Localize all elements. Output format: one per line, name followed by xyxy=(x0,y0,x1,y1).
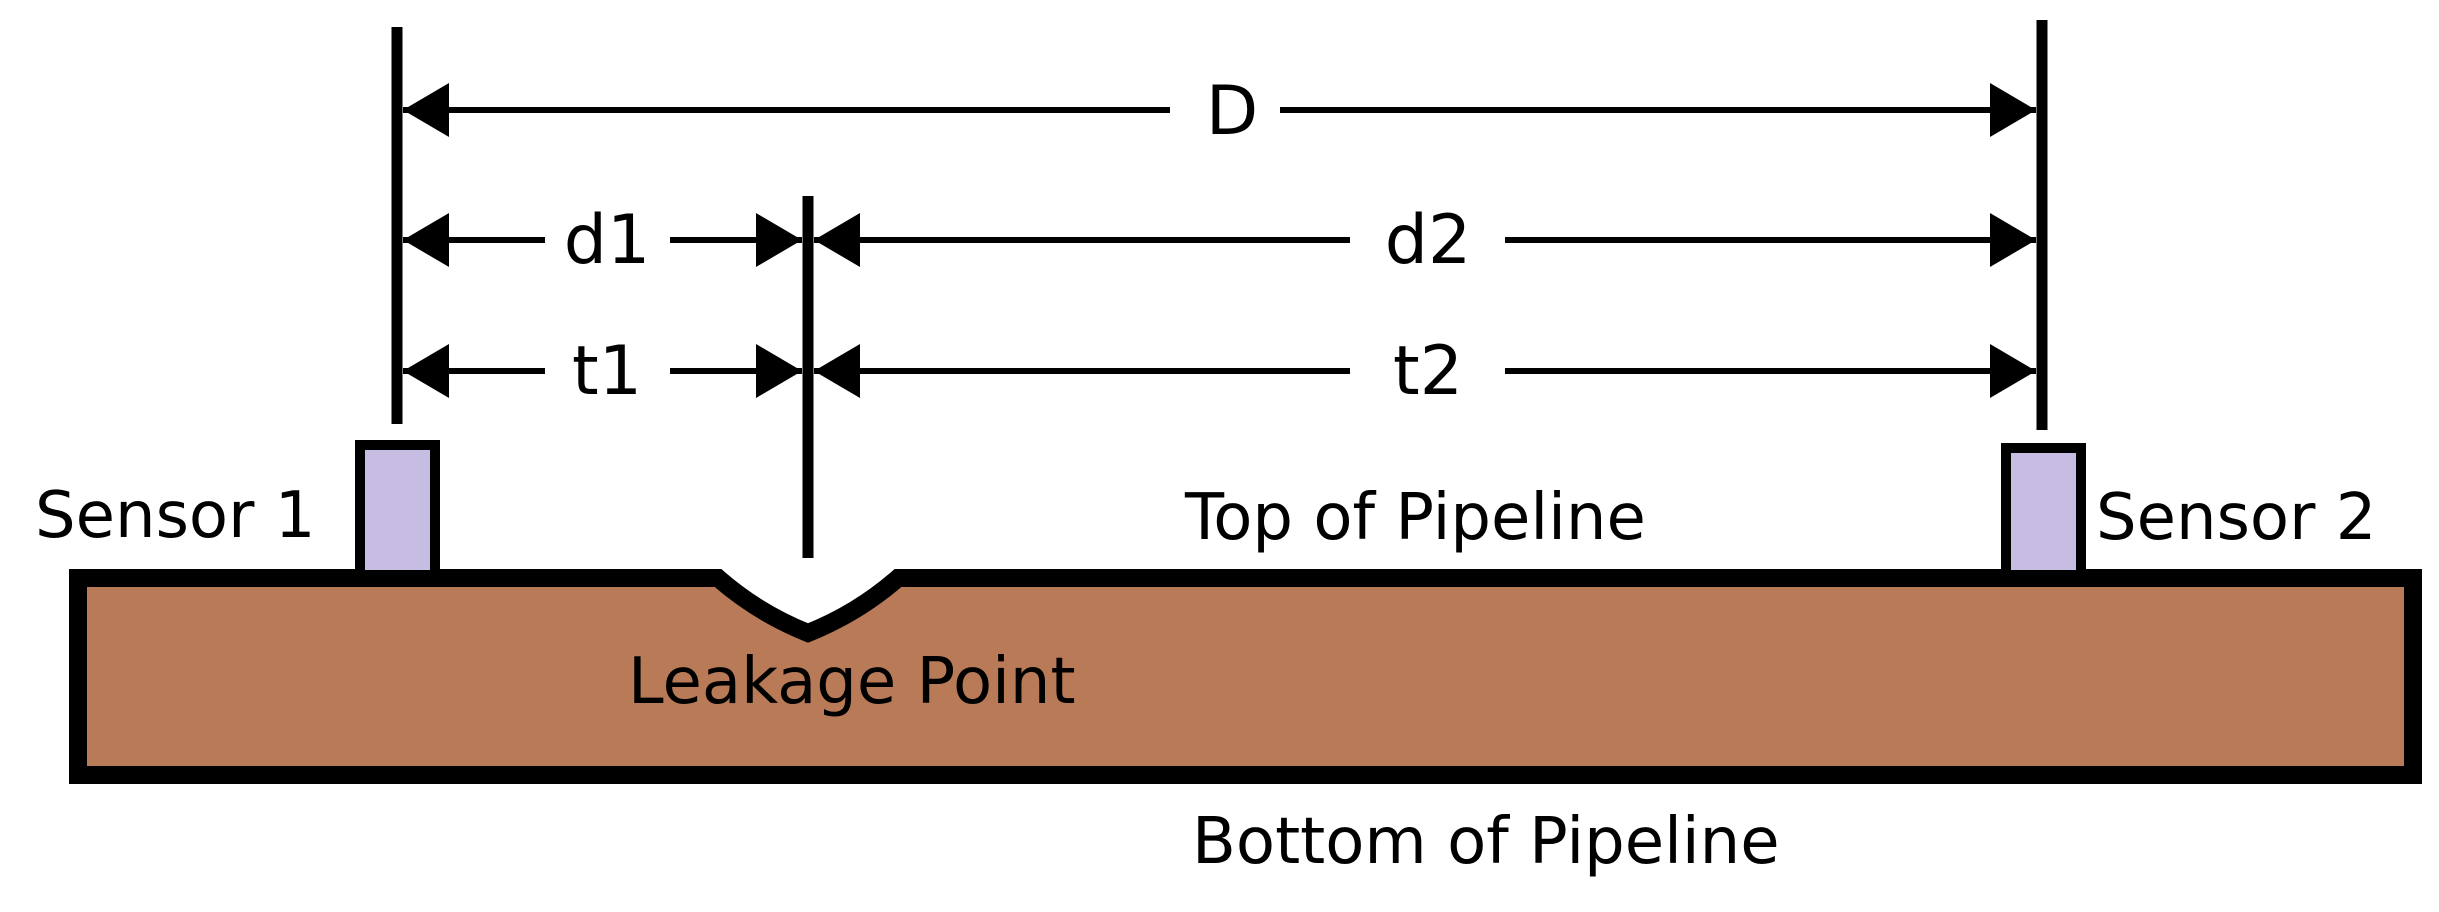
label-d2: d2 xyxy=(1385,201,1471,280)
pipeline-body xyxy=(69,569,2422,784)
label-t1: t1 xyxy=(572,332,642,411)
dimension-D: D xyxy=(403,72,2036,151)
label-top-of-pipeline: Top of Pipeline xyxy=(1184,481,1646,555)
sensor-2 xyxy=(2001,443,2086,580)
label-sensor-2: Sensor 2 xyxy=(2096,481,2376,555)
label-leakage-point: Leakage Point xyxy=(628,645,1076,719)
label-sensor-1: Sensor 1 xyxy=(35,479,315,553)
label-D: D xyxy=(1206,72,1258,151)
sensor-1 xyxy=(355,440,440,580)
label-bottom-of-pipeline: Bottom of Pipeline xyxy=(1192,805,1780,879)
label-t2: t2 xyxy=(1393,332,1463,411)
dimension-t: t1 t2 xyxy=(403,332,2036,411)
label-d1: d1 xyxy=(564,201,650,280)
dimension-d: d1 d2 xyxy=(403,201,2036,280)
